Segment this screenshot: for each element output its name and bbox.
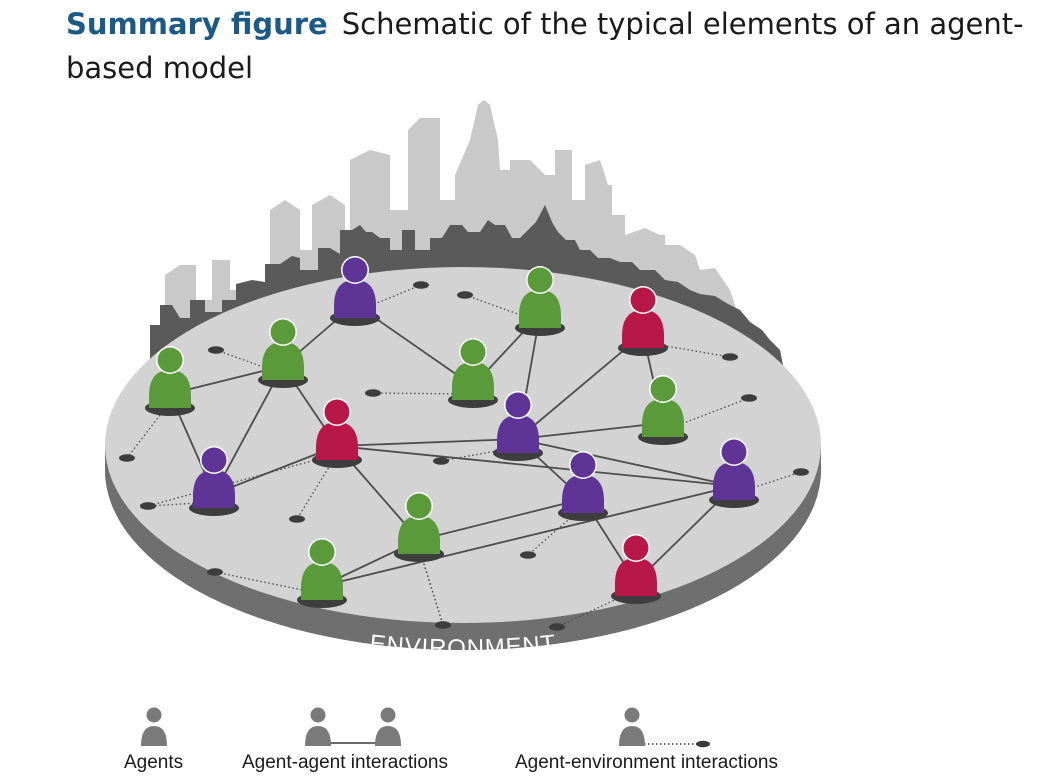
agent-purple — [558, 451, 608, 521]
agent-environment-link — [733, 471, 802, 495]
agent-red — [618, 286, 668, 356]
environment-spot — [741, 394, 757, 402]
legend-graphics — [141, 707, 710, 748]
environment-spot — [119, 454, 135, 462]
abm-diagram: ENVIRONMENT — [105, 100, 821, 662]
agents — [145, 256, 759, 608]
environment-spot — [722, 353, 738, 361]
figure-title-lead: Summary figure — [66, 7, 328, 41]
environment-spot — [520, 551, 536, 559]
environment-spot — [433, 457, 449, 465]
agent-environment-link — [662, 397, 750, 432]
agent-purple — [709, 438, 759, 508]
agent-agent-link — [336, 438, 519, 447]
environment-spot — [365, 389, 381, 397]
environment-spot — [435, 621, 451, 629]
environment-spot — [549, 623, 565, 631]
environment-spot — [457, 291, 473, 299]
agent-green — [297, 538, 347, 608]
environment-label: ENVIRONMENT — [368, 630, 557, 662]
legend-agent-environment-icon — [619, 707, 645, 746]
agent-agent-link — [418, 498, 584, 541]
environment-spot — [413, 281, 429, 289]
agent-environment-link — [147, 501, 215, 507]
environment-spot — [793, 468, 809, 476]
agent-environment-link — [126, 401, 171, 459]
agent-green — [638, 375, 688, 445]
legend-agent-agent-icon-left — [305, 707, 331, 746]
legend-label-agent-environment: Agent-environment interactions — [515, 752, 778, 773]
legend-environment-spot — [696, 740, 710, 748]
agent-agent-link — [517, 422, 664, 440]
environment-spots — [119, 281, 809, 631]
agent-agent-link — [517, 438, 735, 487]
environment-spot — [207, 568, 223, 576]
agent-green — [394, 492, 444, 562]
agent-purple — [493, 391, 543, 461]
agent-agent-link — [213, 365, 284, 495]
legend-label-agents: Agents — [124, 752, 184, 773]
legend-label-agent-agent: Agent-agent interactions — [242, 752, 448, 773]
agent-green — [515, 266, 565, 336]
agent-green — [145, 346, 195, 416]
agent-environment-link — [214, 571, 323, 595]
environment-spot — [140, 502, 156, 510]
environment-spot — [208, 346, 224, 354]
legend-agent-agent-icon-right — [375, 707, 401, 746]
agent-green — [258, 318, 308, 388]
figure-title-text: Schematic of the typical elements of an … — [66, 7, 1024, 85]
legend-agent-icon — [141, 707, 167, 746]
agent-purple — [189, 446, 239, 516]
agent-agent-link — [336, 445, 735, 487]
environment-spot — [289, 515, 305, 523]
legend: Agents Agent-agent interactions Agent-en… — [0, 700, 1056, 783]
agent-purple — [330, 256, 380, 326]
agent-green — [448, 338, 498, 408]
agent-red — [312, 398, 362, 468]
agent-red — [611, 534, 661, 604]
agent-agent-link — [321, 485, 735, 587]
